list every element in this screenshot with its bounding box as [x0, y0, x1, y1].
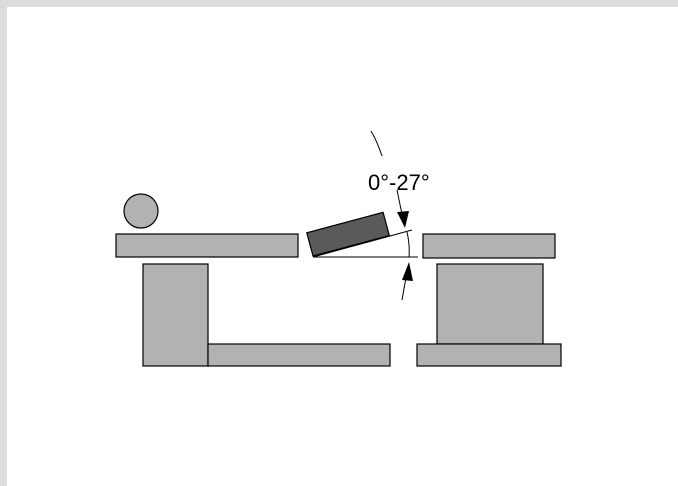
right-pedestal	[436, 263, 544, 345]
angle-arc	[406, 231, 410, 258]
left-base	[207, 343, 391, 367]
guide-curve	[370, 130, 383, 157]
tilt-reference-line	[312, 229, 413, 258]
lower-arrowhead	[402, 262, 413, 281]
patient-head	[123, 193, 159, 229]
right-tabletop	[422, 233, 556, 259]
tilted-panel	[306, 211, 391, 257]
left-tabletop	[115, 233, 299, 258]
upper-arrowhead	[397, 211, 409, 228]
angle-label: 0°-27°	[368, 170, 430, 195]
left-pedestal	[142, 263, 209, 367]
right-base	[416, 343, 562, 367]
